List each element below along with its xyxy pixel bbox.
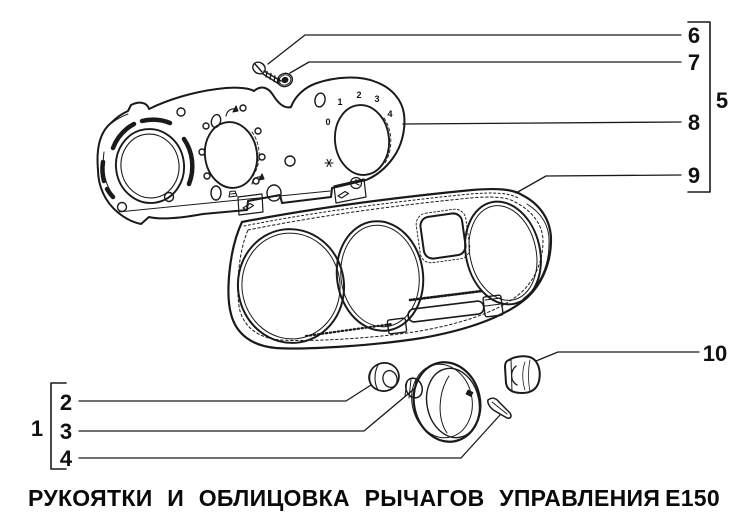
screw (252, 61, 282, 85)
leader-line-6 (267, 34, 682, 65)
leader-line-10 (535, 351, 700, 362)
bracket-1 (50, 382, 67, 470)
hex-nut (368, 362, 400, 392)
dial-number-3: 3 (374, 94, 379, 104)
control-knob (404, 361, 482, 443)
leader-line-4 (78, 414, 501, 459)
dial-number-4: 4 (387, 109, 392, 119)
leader-line-3 (78, 388, 415, 432)
callout-8: 8 (688, 110, 700, 135)
dial-number-0: 0 (325, 117, 330, 127)
speedometer-dash-arcs (100, 117, 195, 200)
callout-4: 4 (60, 446, 73, 471)
button-cap (504, 355, 541, 394)
gauge-faceplate: 0 1 2 3 4 (96, 76, 406, 225)
callout-2: 2 (60, 390, 72, 415)
figure-caption: РУКОЯТКИ И ОБЛИЦОВКА РЫЧАГОВ УПРАВЛЕНИЯ … (28, 481, 720, 515)
leader-lines (78, 34, 700, 459)
leader-line-7 (289, 61, 682, 74)
retainer-clip (487, 397, 512, 419)
leader-line-8 (402, 121, 682, 125)
cluster-bezel (227, 187, 553, 350)
callout-5: 5 (716, 88, 728, 113)
callout-6: 6 (688, 23, 700, 48)
callout-1: 1 (31, 416, 43, 441)
callout-10: 10 (703, 341, 727, 366)
leader-line-9 (515, 174, 682, 194)
dial-scale-numbers: 0 1 2 3 4 (325, 90, 392, 127)
figure-code: Е150 (665, 484, 720, 511)
dial-number-1: 1 (337, 97, 342, 107)
washer (276, 72, 294, 88)
plate-holes (116, 92, 326, 213)
leader-line-2 (78, 384, 372, 402)
callout-9: 9 (688, 163, 700, 188)
dial-number-2: 2 (356, 90, 361, 100)
figure-title: РУКОЯТКИ И ОБЛИЦОВКА РЫЧАГОВ УПРАВЛЕНИЯ (28, 484, 661, 511)
callout-3: 3 (60, 419, 72, 444)
bracket-5 (687, 21, 711, 193)
callout-7: 7 (688, 50, 700, 75)
